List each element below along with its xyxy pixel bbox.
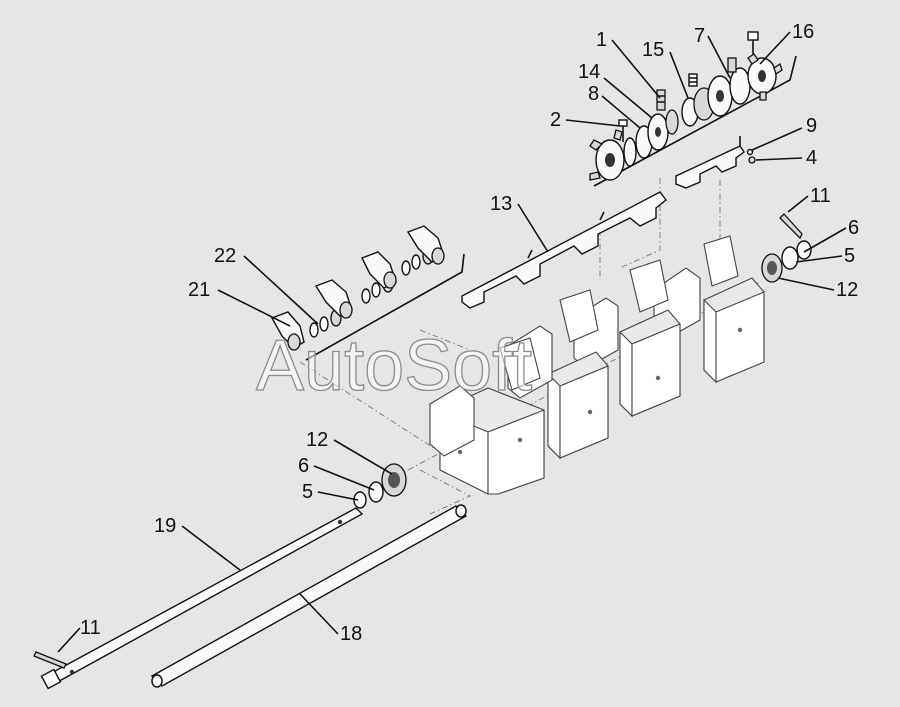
callout-leader-line [755, 157, 803, 161]
bolt-2 [618, 119, 628, 142]
finger-3 [361, 251, 397, 289]
callout-c14: 14 [578, 61, 653, 119]
callout-leader-line [217, 289, 291, 327]
callout-c1: 1 [596, 29, 661, 99]
callout-number: 12 [836, 279, 858, 301]
callout-number: 5 [844, 245, 855, 267]
callout-number: 11 [80, 617, 101, 639]
spring-pin-1 [656, 89, 666, 111]
bracket-plate-9 [675, 136, 756, 189]
callout-leader-line [611, 39, 661, 99]
callout-number: 6 [848, 217, 859, 239]
callout-leader-line [333, 439, 393, 475]
callout-number: 1 [596, 29, 607, 51]
callout-c8: 8 [588, 83, 641, 129]
callout-number: 2 [550, 109, 561, 131]
callout-c5a: 5 [795, 245, 855, 267]
callout-c11a: 11 [787, 185, 831, 213]
group-bracket-fingers [305, 253, 465, 361]
callout-leader-line [751, 127, 803, 151]
callout-leader-line [759, 31, 791, 65]
finger-assembly [270, 225, 465, 361]
bracket-rail-13 [461, 191, 667, 309]
callout-c19: 19 [154, 515, 241, 571]
callout-c12a: 12 [777, 277, 858, 301]
callout-c21: 21 [188, 279, 291, 327]
watermark-text: AutoSoft [256, 326, 532, 406]
callout-leader-line [317, 491, 359, 501]
sprocket-right-16 [747, 53, 783, 101]
callout-c22: 22 [214, 245, 319, 325]
callout-c9: 9 [751, 115, 817, 151]
callout-leader-line [243, 255, 319, 325]
callout-leader-line [313, 465, 375, 491]
callout-c6a: 6 [803, 217, 859, 253]
housing-block-rear-4 [653, 235, 765, 384]
callout-leader-line [803, 227, 847, 253]
finger-2 [314, 279, 353, 319]
callout-number: 22 [214, 245, 236, 267]
callout-leader-line [603, 77, 653, 119]
callout-number: 16 [792, 21, 814, 43]
callout-number: 4 [806, 147, 817, 169]
disc-stack-left [623, 109, 679, 167]
washer-6-left [368, 481, 384, 503]
callout-c4: 4 [755, 147, 817, 169]
callout-number: 18 [340, 623, 362, 645]
housing-block-front-1 [429, 327, 743, 495]
callout-leader-line [565, 119, 621, 127]
callout-c13: 13 [490, 193, 549, 253]
sprocket-left [589, 129, 625, 181]
callout-number: 11 [810, 185, 831, 207]
disc-stack-right [681, 67, 751, 127]
callout-leader-line [777, 277, 835, 291]
callout-number: 12 [306, 429, 328, 451]
sprocket-assembly-top [589, 31, 797, 187]
callout-c11b: 11 [57, 617, 101, 653]
callout-c6b: 6 [298, 455, 375, 491]
callout-number: 9 [806, 115, 817, 137]
ring-5-right [781, 246, 799, 270]
callout-c5b: 5 [302, 481, 359, 503]
shaft-19 [33, 507, 364, 690]
callout-number: 8 [588, 83, 599, 105]
callout-number: 6 [298, 455, 309, 477]
shaft-18 [150, 504, 468, 688]
housing-block-rear-2 [507, 289, 609, 460]
callout-c7: 7 [694, 25, 731, 79]
washer-6-right [796, 240, 812, 260]
callout-leader-line [601, 95, 641, 129]
bolt-15 [688, 73, 698, 87]
callout-leader-line [517, 203, 549, 253]
bearing-set-left [353, 463, 407, 509]
callout-number: 14 [578, 61, 600, 83]
group-bracket-top [593, 55, 797, 187]
callout-leader-line [181, 525, 241, 571]
callout-number: 21 [188, 279, 210, 301]
callout-c15: 15 [642, 39, 689, 99]
callout-number: 7 [694, 25, 705, 47]
pin-11-right [779, 213, 803, 240]
callout-leader-line [669, 51, 689, 99]
callout-c18: 18 [299, 593, 362, 645]
callout-number: 15 [642, 39, 664, 61]
bearing-set-right [761, 213, 812, 283]
callout-leader-line [57, 627, 81, 653]
callout-leader-line [795, 255, 843, 263]
pin-11-left [33, 651, 67, 669]
callout-number: 19 [154, 515, 176, 537]
callout-leader-line [787, 195, 809, 213]
callout-leader-line [707, 35, 731, 79]
callout-leader-line [299, 593, 339, 635]
housing-assembly [429, 235, 765, 495]
callout-number: 5 [302, 481, 313, 503]
finger-4 [406, 225, 445, 265]
callout-c16: 16 [759, 21, 814, 65]
callout-c12b: 12 [306, 429, 393, 475]
callout-number: 13 [490, 193, 512, 215]
bolt-7 [727, 31, 759, 73]
callout-c2: 2 [550, 109, 621, 131]
